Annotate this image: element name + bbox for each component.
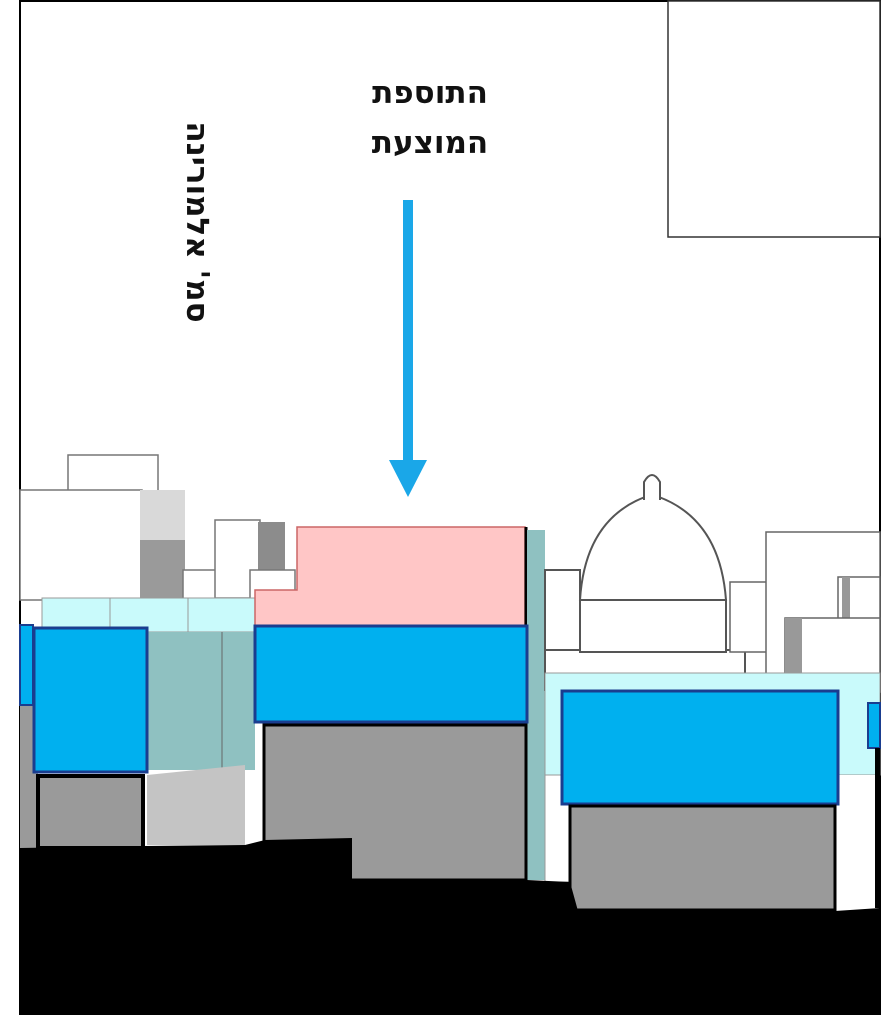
teal-wall bbox=[147, 632, 255, 770]
top-right-building-outline bbox=[667, 0, 881, 238]
proposed-addition-label-line2: המוצעת bbox=[371, 125, 489, 161]
proposed-addition-label: התוספת המוצעת bbox=[330, 68, 530, 168]
existing-base-gray-left bbox=[36, 774, 145, 850]
left-edge-blue bbox=[19, 624, 34, 706]
existing-base-gray-right bbox=[568, 804, 837, 912]
right-edge-black bbox=[875, 748, 880, 908]
light-cyan-strip-left bbox=[41, 597, 256, 633]
existing-building-blue-center bbox=[253, 624, 529, 724]
existing-building-blue-right bbox=[560, 689, 840, 806]
teal-side-strip bbox=[527, 530, 545, 880]
right-buildings bbox=[729, 531, 881, 693]
right-edge-blue bbox=[867, 702, 881, 749]
light-gray-wall bbox=[147, 765, 245, 845]
street-name-label: סמ' אלמורינה bbox=[179, 121, 215, 323]
proposed-addition-label-line1: התוספת bbox=[372, 75, 488, 111]
ground bbox=[20, 838, 880, 1014]
white-gap-right bbox=[838, 775, 875, 908]
arrow-down-icon bbox=[389, 200, 427, 497]
existing-building-blue-left bbox=[32, 626, 149, 774]
